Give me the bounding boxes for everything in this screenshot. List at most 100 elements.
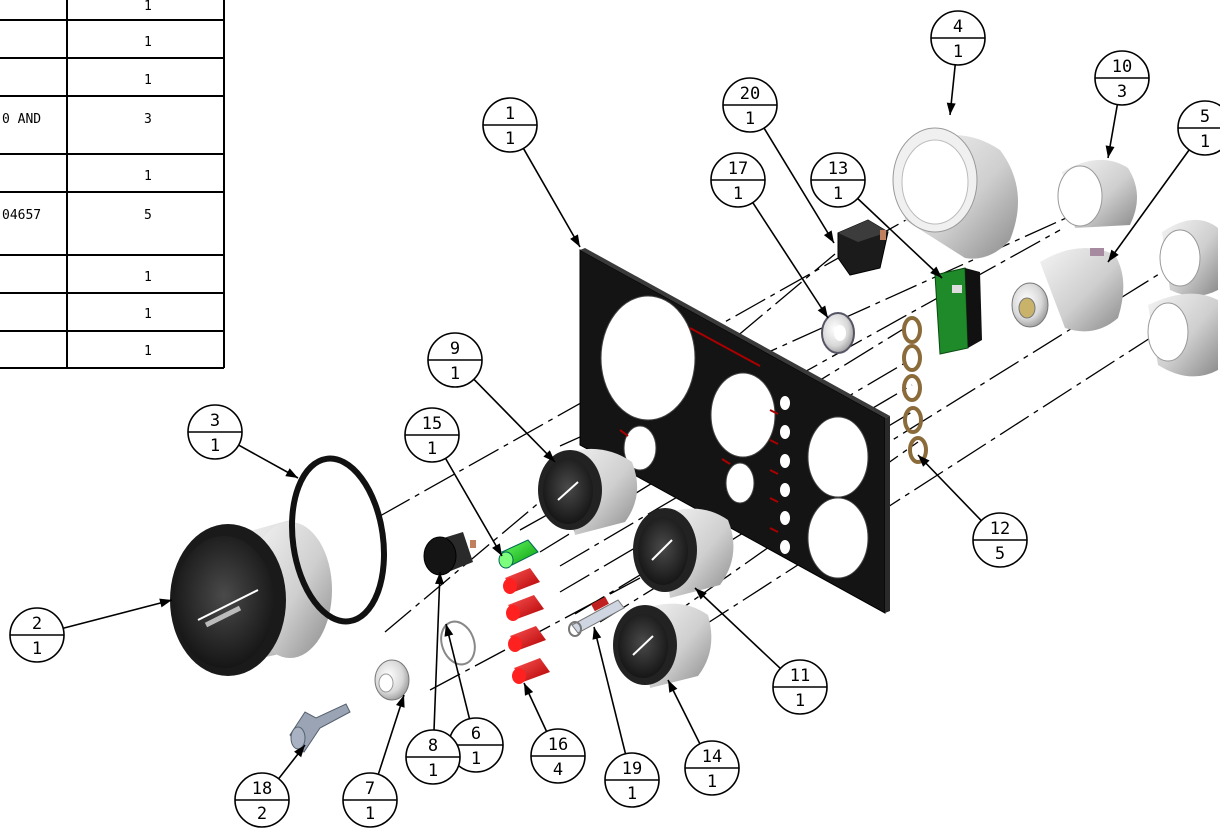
balloon-item-number: 4 <box>953 17 963 37</box>
balloon-quantity: 1 <box>795 691 805 711</box>
leader-lines <box>62 64 1190 780</box>
balloon-quantity: 1 <box>428 761 438 781</box>
balloon-quantity: 1 <box>1200 132 1210 152</box>
balloon-item-8: 81 <box>405 729 461 785</box>
balloon-item-number: 8 <box>428 736 438 756</box>
balloon-item-number: 1 <box>505 104 515 124</box>
balloon-quantity: 1 <box>953 42 963 62</box>
balloon-item-20: 201 <box>722 77 778 133</box>
leader-arrowhead <box>159 598 172 608</box>
balloon-quantity: 1 <box>745 109 755 129</box>
balloon-quantity: 4 <box>553 760 563 780</box>
balloon-item-14: 141 <box>684 740 740 796</box>
balloon-quantity: 1 <box>627 784 637 804</box>
balloon-quantity: 3 <box>1117 82 1127 102</box>
balloon-item-number: 19 <box>622 759 642 779</box>
leader-line <box>377 694 405 775</box>
balloon-item-6: 61 <box>448 717 504 773</box>
leader-arrowhead <box>1108 249 1119 262</box>
dash-panel-part-1 <box>579 248 890 614</box>
balloon-item-number: 3 <box>210 411 220 431</box>
switch-housing-part-8 <box>423 532 476 576</box>
ignition-switch-part-5 <box>1011 247 1124 332</box>
balloon-quantity: 1 <box>707 772 717 792</box>
bom-qty-cell: 1 <box>144 35 152 50</box>
leader-line <box>857 197 943 279</box>
green-indicator-lamp-part-15 <box>498 539 539 569</box>
fuse-clips-part-19 <box>568 596 625 637</box>
balloon-item-number: 18 <box>252 779 272 799</box>
leader-arrowhead <box>492 543 502 556</box>
leader-arrowhead <box>930 266 942 278</box>
balloon-item-19: 191 <box>604 752 660 808</box>
key-part-18 <box>289 703 351 753</box>
leader-arrowhead <box>570 234 580 247</box>
leader-arrowhead <box>823 230 834 243</box>
balloon-item-number: 5 <box>1200 107 1210 127</box>
balloon-quantity: 1 <box>427 439 437 459</box>
bom-qty-cell: 1 <box>144 344 152 359</box>
balloon-quantity: 1 <box>833 184 843 204</box>
balloon-item-4: 41 <box>930 10 986 66</box>
leader-line <box>62 599 173 629</box>
balloon-item-number: 17 <box>728 159 748 179</box>
gaskets-part-12 <box>902 316 928 464</box>
balloon-quantity: 5 <box>995 544 1005 564</box>
balloon-item-number: 13 <box>828 159 848 179</box>
balloon-quantity: 2 <box>257 804 267 824</box>
leader-arrowhead <box>396 695 405 708</box>
balloon-item-number: 7 <box>365 779 375 799</box>
leader-line <box>473 378 556 463</box>
balloon-quantity: 1 <box>733 184 743 204</box>
leader-arrowhead <box>592 627 602 640</box>
bom-qty-cell: 1 <box>144 73 152 88</box>
balloon-item-number: 14 <box>702 747 722 767</box>
leader-arrowhead <box>285 468 298 478</box>
balloon-item-18: 182 <box>234 772 290 828</box>
balloon-item-number: 10 <box>1112 57 1132 77</box>
leader-line <box>694 587 781 670</box>
balloon-quantity: 1 <box>210 436 220 456</box>
bom-qty-cell: 5 <box>144 208 152 223</box>
leader-arrowhead <box>918 455 930 467</box>
leader-line <box>593 626 627 754</box>
leader-arrowhead <box>695 588 707 600</box>
bezel-nut-part-7 <box>374 659 410 701</box>
leader-arrowhead <box>294 745 305 758</box>
balloon-item-number: 16 <box>548 735 568 755</box>
leader-line <box>433 571 441 731</box>
bom-description-cell: 0 AND <box>2 112 41 127</box>
balloon-item-number: 15 <box>422 414 442 434</box>
balloon-item-17: 171 <box>710 152 766 208</box>
leader-arrowhead <box>1105 145 1115 158</box>
leader-arrowhead <box>946 102 956 115</box>
o-ring-part-3 <box>288 455 388 625</box>
leader-arrowhead <box>543 450 555 462</box>
balloon-item-13: 131 <box>810 152 866 208</box>
balloon-quantity: 1 <box>450 364 460 384</box>
bom-qty-cell: 1 <box>144 270 152 285</box>
bezel-part-4 <box>892 127 1018 259</box>
balloon-item-number: 2 <box>32 614 42 634</box>
balloon-quantity: 1 <box>365 804 375 824</box>
leader-line <box>522 148 581 248</box>
small-gauge-part-9 <box>538 448 638 535</box>
leader-arrowhead <box>817 305 828 318</box>
balloon-item-2: 21 <box>9 607 65 663</box>
balloon-item-15: 151 <box>404 407 460 463</box>
balloon-item-1: 11 <box>482 97 538 153</box>
balloon-item-number: 6 <box>471 724 481 744</box>
balloon-item-number: 12 <box>990 519 1010 539</box>
small-gauge-part-11 <box>633 508 734 598</box>
balloon-quantity: 1 <box>471 749 481 769</box>
balloon-item-9: 91 <box>427 332 483 388</box>
balloon-item-7: 71 <box>342 772 398 828</box>
balloon-quantity: 1 <box>32 639 42 659</box>
bom-qty-cell: 3 <box>144 112 152 127</box>
leader-line <box>763 127 835 244</box>
leader-line <box>917 454 982 522</box>
leader-arrowhead <box>444 624 454 637</box>
leader-arrowhead <box>524 683 534 696</box>
balloon-item-3: 31 <box>187 404 243 460</box>
